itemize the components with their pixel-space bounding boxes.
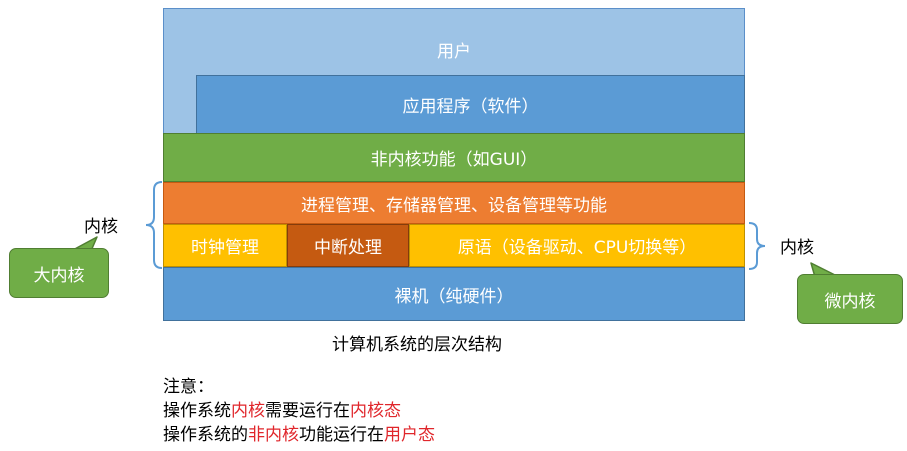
note-line-1-part-a: 操作系统 (163, 401, 231, 421)
application-layer-label: 应用程序（软件） (402, 97, 539, 117)
non-kernel-layer-label: 非内核功能（如GUI） (370, 150, 538, 170)
non-kernel-layer: 非内核功能（如GUI） (163, 133, 745, 182)
bare-machine-layer: 裸机（纯硬件） (163, 267, 745, 321)
user-layer-label: 用户 (437, 42, 471, 62)
note-title: 注意： (163, 377, 214, 397)
note-line-1: 操作系统内核需要运行在内核态 (163, 399, 435, 423)
note-line-2: 操作系统的非内核功能运行在用户态 (163, 423, 435, 447)
note-line-1-part-c: 需要运行在 (265, 401, 350, 421)
primitive-label: 原语（设备驱动、CPU切换等） (457, 238, 697, 258)
note-block: 注意： 操作系统内核需要运行在内核态 操作系统的非内核功能运行在用户态 (163, 375, 435, 447)
interrupt-handling-label: 中断处理 (314, 238, 382, 258)
big-kernel-callout-box: 大内核 (9, 248, 109, 298)
micro-kernel-label: 微内核 (824, 291, 876, 312)
big-kernel-bracket (145, 181, 163, 269)
note-line-1-kernel: 内核 (231, 401, 265, 421)
application-layer: 应用程序（软件） (196, 75, 745, 134)
micro-kernel-bracket (748, 222, 766, 270)
note-line-1-kernel-mode: 内核态 (350, 401, 401, 421)
bare-machine-layer-label: 裸机（纯硬件） (394, 286, 514, 307)
micro-kernel-callout-box: 微内核 (797, 274, 903, 324)
interrupt-handling-block: 中断处理 (287, 224, 409, 267)
big-kernel-label: 大内核 (33, 265, 85, 286)
note-line-2-user-mode: 用户态 (384, 425, 435, 445)
clock-management-block: 时钟管理 (163, 224, 287, 267)
big-kernel-callout: 大内核 (9, 236, 109, 298)
process-management-layer-label: 进程管理、存储器管理、设备管理等功能 (301, 195, 607, 216)
big-kernel-bracket-label: 内核 (84, 217, 118, 237)
diagram-caption: 计算机系统的层次结构 (332, 335, 502, 355)
note-line-2-part-a: 操作系统的 (163, 425, 248, 445)
process-management-layer: 进程管理、存储器管理、设备管理等功能 (163, 182, 745, 224)
note-line-2-part-c: 功能运行在 (299, 425, 384, 445)
note-line-2-non-kernel: 非内核 (248, 425, 299, 445)
micro-kernel-bracket-label: 内核 (780, 238, 814, 258)
primitive-block: 原语（设备驱动、CPU切换等） (409, 224, 745, 267)
clock-management-label: 时钟管理 (191, 238, 259, 258)
micro-kernel-callout: 微内核 (797, 262, 903, 324)
